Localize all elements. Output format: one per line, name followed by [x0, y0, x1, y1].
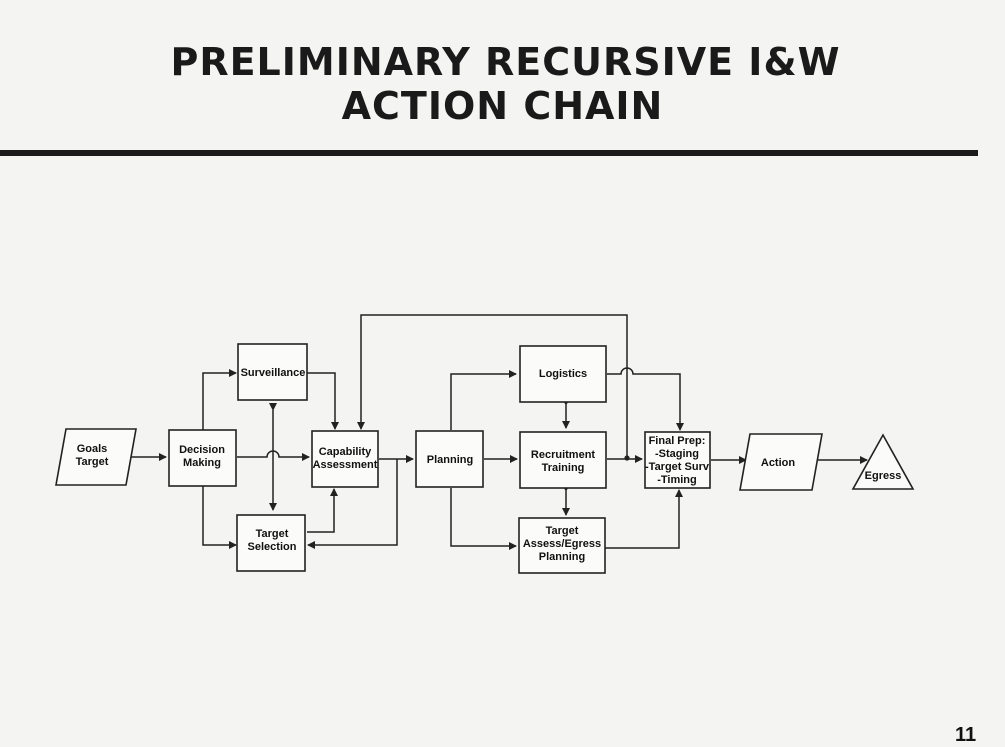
page-title-line-1: PRELIMINARY RECURSIVE I&W — [170, 40, 841, 84]
connectors — [130, 314, 868, 550]
node-goals-shape — [55, 428, 137, 486]
node-recruitment-shape — [519, 431, 607, 489]
edge-target-selection-capability — [307, 488, 338, 533]
node-surveillance-label: Surveillance — [241, 367, 306, 379]
node-target-assess-label-2: Assess/Egress — [523, 538, 601, 550]
node-recruitment-label-1: Recruitment — [531, 449, 596, 461]
edge-decision-target-selection — [202, 486, 237, 549]
page-title-line-2: ACTION CHAIN — [341, 84, 664, 128]
node-final-prep-label-4: -Timing — [657, 474, 697, 486]
edge-planning-target-assess — [450, 488, 517, 550]
edge-feedback-target-selection — [307, 459, 398, 549]
edge-target-assess-final-prep — [605, 489, 683, 549]
node-target-selection-label-2: Selection — [248, 541, 297, 553]
node-egress-shape — [851, 433, 915, 490]
edge-feedback-capability — [357, 314, 628, 458]
node-planning-label: Planning — [427, 454, 473, 466]
node-capability-label-1: Capability — [319, 446, 372, 458]
node-target-selection-shape — [236, 514, 306, 572]
node-egress-label: Egress — [865, 470, 902, 482]
node-recruitment-label-2: Training — [542, 462, 585, 474]
node-target-selection-label-1: Target — [256, 528, 289, 540]
node-final-prep-label-2: -Staging — [655, 448, 699, 460]
page-number: 11 — [955, 724, 977, 746]
node-capability-label-2: Assessment — [313, 459, 378, 471]
node-goals-label-1: Goals — [77, 443, 108, 455]
node-final-prep-label-1: Final Prep: — [649, 435, 706, 447]
node-action-label: Action — [761, 457, 796, 469]
node-planning-shape — [415, 430, 484, 488]
node-decision-label-1: Decision — [179, 444, 225, 456]
node-logistics-label: Logistics — [539, 368, 587, 380]
node-final-prep-label-3: -Target Surv — [645, 461, 710, 473]
node-target-assess-label-1: Target — [546, 525, 579, 537]
node-target-assess-label-3: Planning — [539, 551, 585, 563]
edge-planning-logistics — [450, 370, 517, 430]
node-surveillance-shape — [237, 343, 308, 401]
edge-decision-surveillance — [202, 369, 237, 430]
node-logistics-shape — [519, 345, 607, 403]
node-decision-label-2: Making — [183, 457, 221, 469]
title-divider — [0, 150, 978, 156]
node-target-assess-shape — [518, 517, 606, 574]
node-action-shape — [739, 433, 823, 491]
node-goals-label-2: Target — [76, 456, 109, 468]
junction-dot — [624, 455, 630, 461]
node-decision-shape — [168, 429, 237, 487]
node-final-prep-shape — [644, 431, 711, 489]
node-capability-shape — [311, 430, 379, 488]
edge-logistics-final-prep — [607, 367, 684, 431]
edge-surveillance-capability — [307, 372, 339, 430]
